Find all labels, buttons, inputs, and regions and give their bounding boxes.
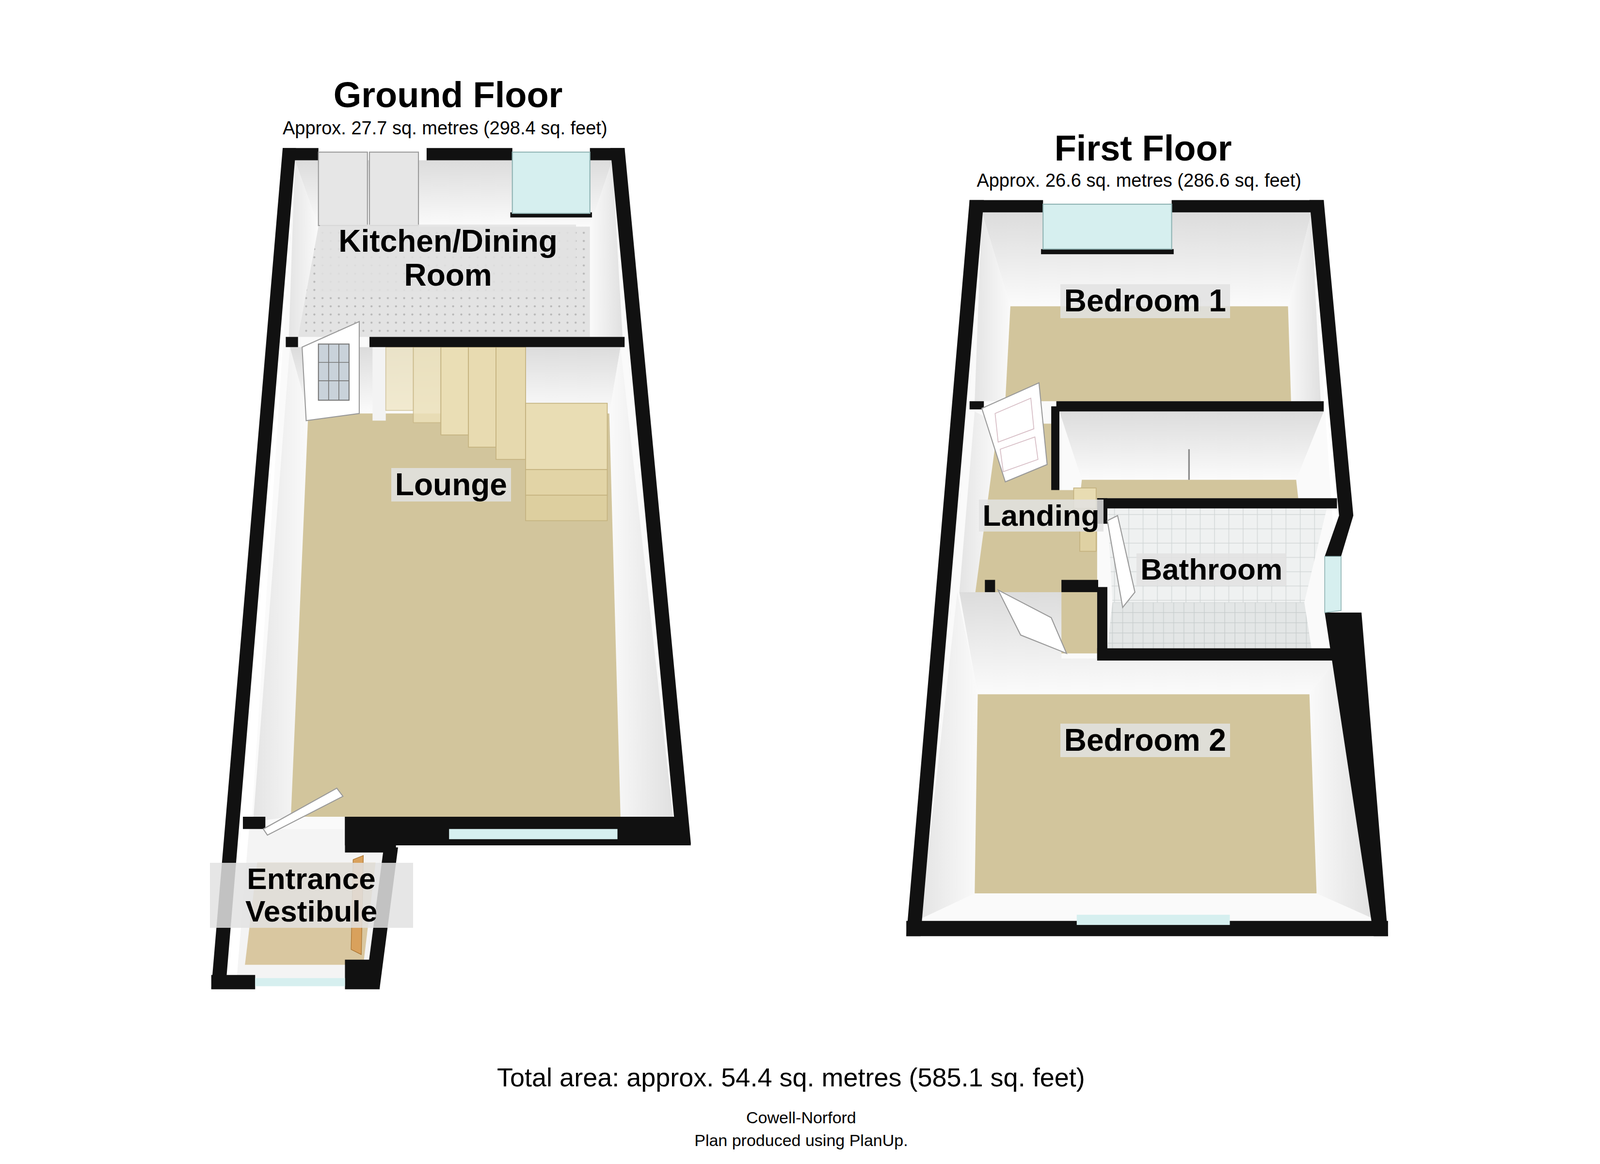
ground-floor-plan-part bbox=[302, 321, 360, 421]
ground-floor-plan-part bbox=[263, 787, 343, 835]
room-name: Lounge bbox=[395, 467, 508, 502]
staircase-part bbox=[413, 347, 442, 423]
staircase-part bbox=[525, 469, 608, 496]
wall-part bbox=[1324, 612, 1389, 936]
wall-part bbox=[344, 816, 396, 853]
wall-part bbox=[1040, 249, 1174, 255]
ground-floor-plan-part bbox=[369, 152, 419, 226]
ground-floor-plan-part bbox=[448, 828, 618, 839]
ground-floor-plan bbox=[211, 147, 691, 990]
first-floor-plan bbox=[906, 200, 1389, 937]
wall-part bbox=[344, 816, 691, 846]
first-floor-plan-part bbox=[981, 382, 1048, 482]
wall-part bbox=[285, 336, 298, 348]
staircase-part bbox=[525, 495, 608, 521]
wall-part bbox=[1056, 400, 1325, 412]
room-name: Landing bbox=[982, 499, 1100, 532]
credit-note: Cowell-Norford bbox=[746, 1107, 857, 1127]
first-floor-plan-part bbox=[1107, 508, 1328, 603]
staircase-part bbox=[468, 347, 496, 448]
first-floor-plan-part bbox=[1079, 479, 1298, 498]
staircase-part bbox=[440, 347, 469, 435]
wall-part bbox=[984, 579, 995, 592]
wall-part bbox=[1097, 586, 1108, 658]
wall bbox=[211, 147, 691, 990]
wall-part bbox=[369, 336, 625, 348]
room-label-box: Entrance Vestibule bbox=[209, 862, 414, 928]
credit-note: Plan produced using PlanUp. bbox=[694, 1130, 908, 1150]
first-floor-plan-part bbox=[1059, 411, 1324, 480]
staircase bbox=[372, 347, 608, 521]
wall-part bbox=[1324, 515, 1354, 557]
ground-floor-plan-part bbox=[251, 160, 678, 829]
floor-area: Approx. 26.6 sq. metres (286.6 sq. feet) bbox=[976, 170, 1302, 192]
total-area-caption: Total area: approx. 54.4 sq. metres (585… bbox=[496, 1061, 1086, 1092]
floor-heading: Ground Floor bbox=[333, 74, 563, 116]
room-name: Entrance Vestibule bbox=[213, 862, 410, 928]
wall-part bbox=[426, 147, 513, 160]
room-label-box: Bedroom 1 bbox=[1060, 284, 1231, 318]
room-name: Bedroom 1 bbox=[1064, 284, 1227, 318]
first-floor-plan-part bbox=[1107, 602, 1312, 649]
room-label-box: Lounge bbox=[391, 467, 512, 502]
floor-plan: Ground FloorApprox. 27.7 sq. metres (298… bbox=[209, 61, 700, 995]
first-floor-plan-part bbox=[1042, 204, 1172, 250]
ground-floor-plan-part bbox=[318, 152, 368, 226]
floor-area: Approx. 27.7 sq. metres (298.4 sq. feet) bbox=[282, 117, 608, 140]
first-floor-plan-part bbox=[974, 693, 1317, 893]
room-name: Bathroom bbox=[1140, 553, 1283, 586]
ground-floor-plan-part bbox=[255, 977, 345, 987]
wall-part bbox=[242, 816, 266, 829]
room-name: Kitchen/Dining Room bbox=[323, 224, 573, 292]
wall-part bbox=[344, 959, 380, 990]
ground-floor-plan-part bbox=[318, 343, 350, 400]
first-floor-plan-part bbox=[1076, 914, 1231, 925]
first-floor-plan-part bbox=[1188, 448, 1190, 480]
first-floor-plan-part bbox=[918, 212, 1375, 924]
room-label-box: Landing bbox=[978, 499, 1104, 532]
wall-part bbox=[1061, 579, 1099, 592]
wall-part bbox=[1171, 200, 1325, 213]
first-floor-plan-part bbox=[1107, 515, 1136, 608]
wall-part bbox=[1051, 406, 1060, 491]
wall-part bbox=[211, 974, 256, 989]
first-floor-plan-part bbox=[998, 590, 1067, 654]
first-floor-plan-part bbox=[994, 398, 1038, 472]
wall bbox=[906, 200, 1389, 937]
room-name: Bedroom 2 bbox=[1064, 723, 1227, 757]
staircase-part bbox=[385, 347, 414, 411]
first-floor-plan-part bbox=[1079, 530, 1097, 552]
floor-plan: First FloorApprox. 26.6 sq. metres (286.… bbox=[897, 112, 1398, 945]
wall-part bbox=[906, 200, 984, 937]
wall-part bbox=[1097, 497, 1338, 509]
first-floor-plan-part bbox=[1005, 306, 1291, 402]
ground-floor-plan-part bbox=[290, 413, 621, 817]
room-label-box: Bedroom 2 bbox=[1060, 723, 1231, 757]
floor-heading: First Floor bbox=[1054, 127, 1232, 169]
ground-floor-plan-part bbox=[512, 152, 591, 214]
ground-floor-plan-part bbox=[318, 343, 350, 400]
room-label-box: Bathroom bbox=[1136, 553, 1287, 586]
wall-part bbox=[1097, 648, 1343, 661]
staircase-part bbox=[372, 347, 386, 421]
room-label-box: Kitchen/Dining Room bbox=[320, 224, 576, 292]
staircase-part bbox=[525, 402, 608, 470]
wall-part bbox=[610, 147, 691, 845]
first-floor-plan-part bbox=[1324, 556, 1342, 613]
staircase-part bbox=[496, 347, 526, 460]
wall-part bbox=[1309, 200, 1354, 516]
wall-part bbox=[211, 147, 297, 988]
